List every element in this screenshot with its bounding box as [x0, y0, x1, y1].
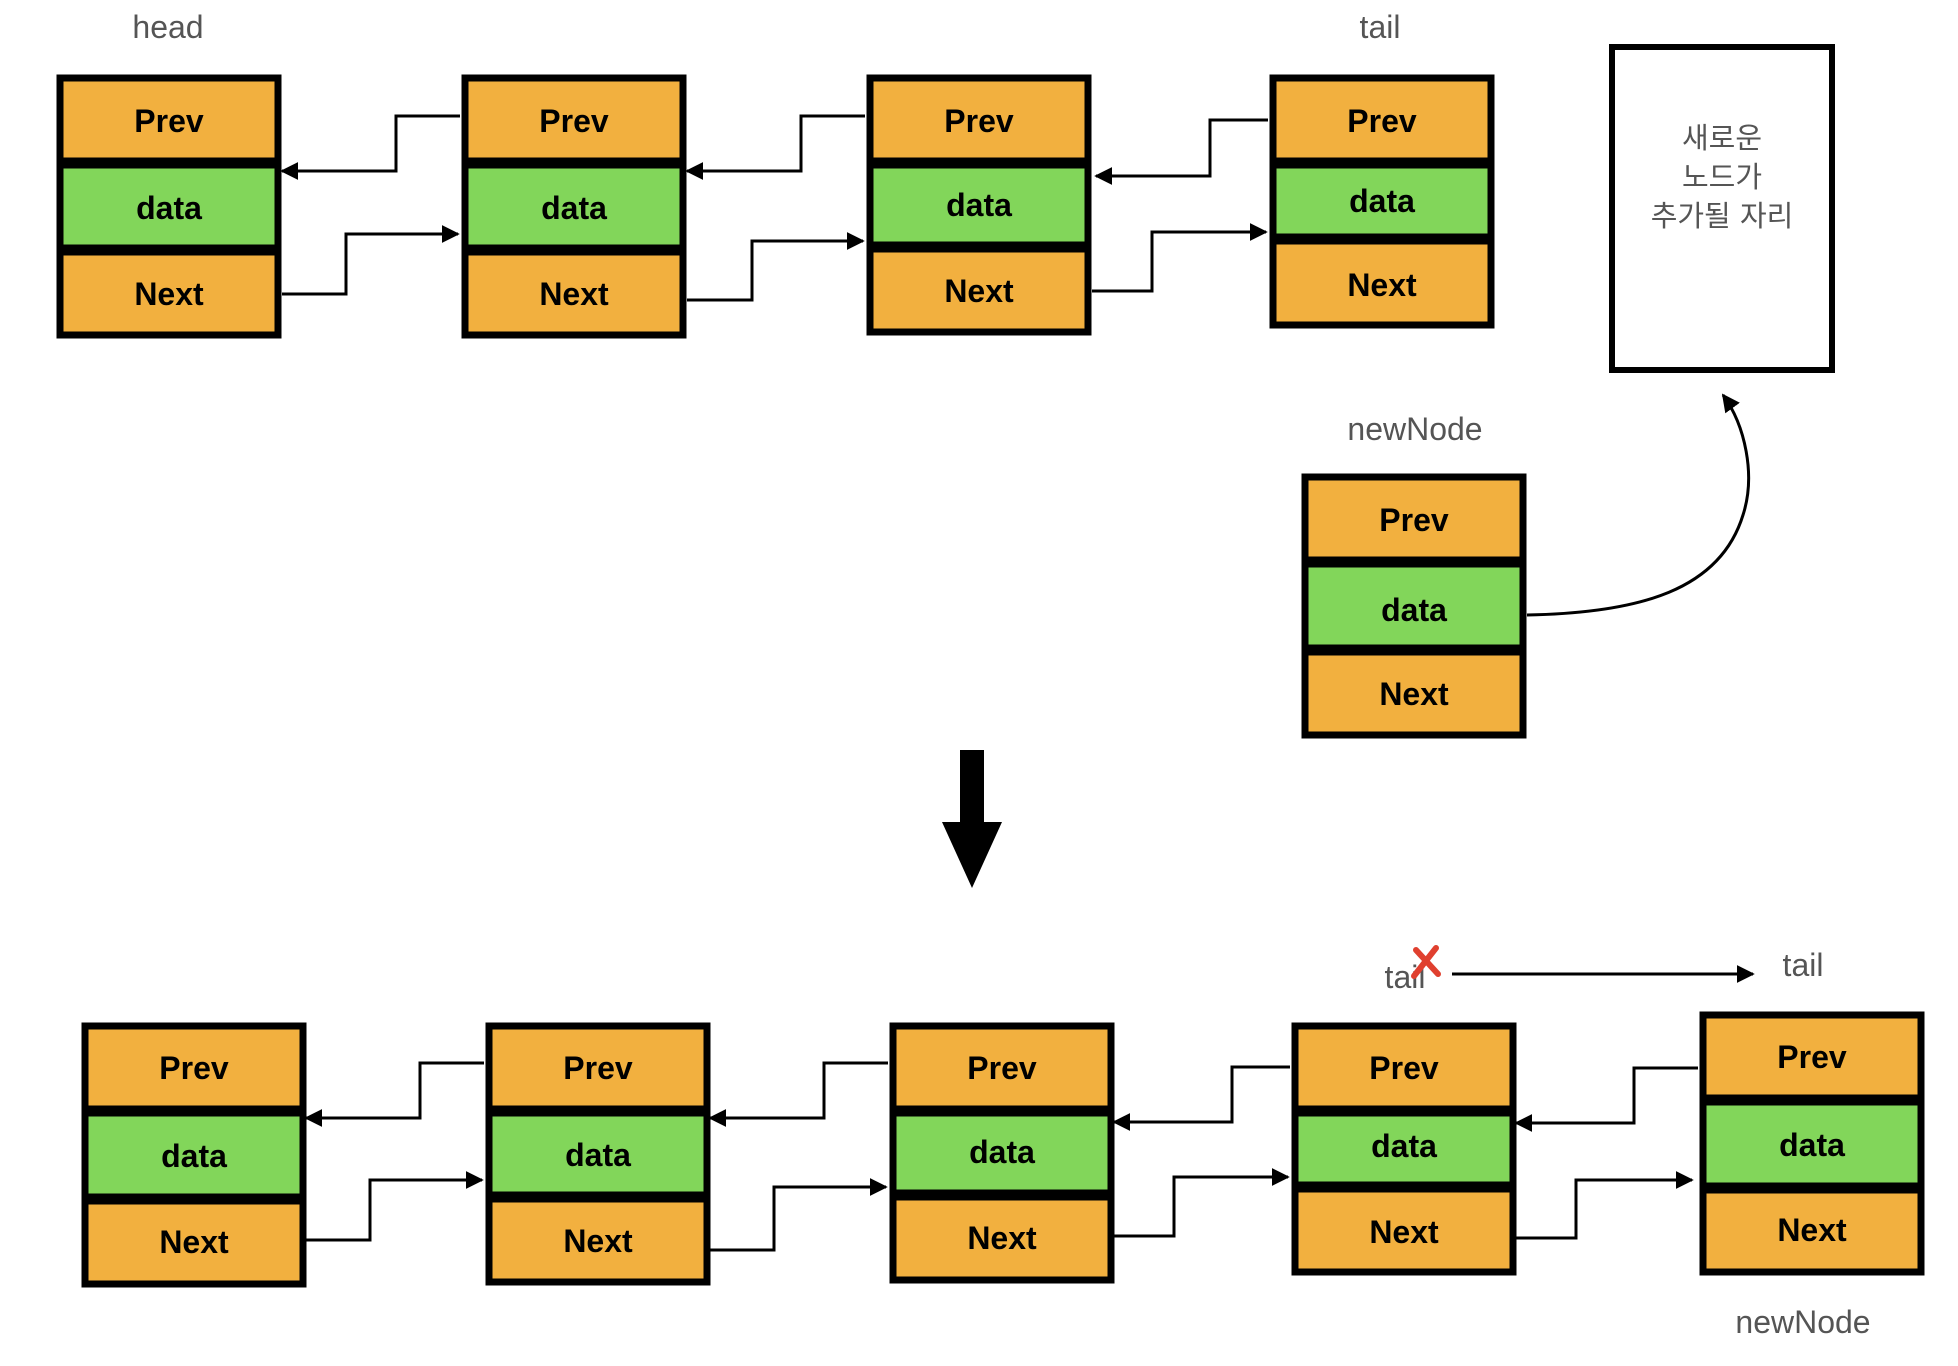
next-field: Next [967, 1220, 1037, 1256]
data-field: data [541, 190, 607, 226]
next-link-arrow [282, 225, 460, 296]
prev-field: Prev [1369, 1050, 1439, 1086]
prev-field: Prev [1347, 103, 1417, 139]
data-field: data [1779, 1127, 1845, 1163]
new-node: newNode Prev data Next [1301, 393, 1750, 739]
data-field: data [136, 190, 202, 226]
new-node-placeholder: 새로운 노드가 추가될 자리 [1609, 44, 1835, 373]
prev-link-arrow [708, 1061, 888, 1127]
new-tail-label: tail [1783, 947, 1824, 983]
transition-down-arrow [942, 750, 1002, 888]
next-link-arrow [687, 232, 865, 302]
prev-link-arrow [685, 114, 865, 180]
placeholder-text-line-1: 새로운 [1682, 121, 1762, 155]
prev-link-arrow [1094, 118, 1268, 185]
prev-link-arrow [280, 114, 460, 180]
data-field: data [1381, 592, 1447, 628]
next-field: Next [159, 1224, 229, 1260]
next-field: Next [944, 273, 1014, 309]
head-label: head [132, 9, 203, 45]
next-link-arrow [306, 1171, 484, 1242]
prev-field: Prev [944, 103, 1014, 139]
top-node-1: Prev data Next [56, 74, 282, 339]
placeholder-text-line-2: 노드가 [1682, 160, 1762, 194]
data-field: data [1349, 183, 1415, 219]
prev-link-arrow [304, 1061, 484, 1127]
data-field: data [1371, 1128, 1437, 1164]
prev-field: Prev [159, 1050, 229, 1086]
next-field: Next [1369, 1214, 1439, 1250]
data-field: data [946, 187, 1012, 223]
next-field: Next [1379, 676, 1449, 712]
bottom-node-1: Prev data Next [81, 1022, 307, 1288]
bottom-node-2: Prev data Next [485, 1022, 711, 1286]
next-field: Next [134, 276, 204, 312]
new-node-bottom-label: newNode [1735, 1304, 1870, 1340]
next-link-arrow [710, 1178, 888, 1252]
next-field: Next [1347, 267, 1417, 303]
prev-link-arrow [1112, 1065, 1290, 1131]
prev-field: Prev [539, 103, 609, 139]
next-link-arrow [1114, 1168, 1290, 1238]
top-node-3: Prev data Next [866, 74, 1092, 336]
top-node-4-tail: Prev data Next [1269, 74, 1495, 329]
prev-field: Prev [563, 1050, 633, 1086]
tail-label: tail [1360, 9, 1401, 45]
next-field: Next [563, 1223, 633, 1259]
next-field: Next [539, 276, 609, 312]
prev-field: Prev [134, 103, 204, 139]
old-tail-label: tail [1385, 959, 1426, 995]
data-field: data [969, 1134, 1035, 1170]
next-link-arrow [1092, 223, 1268, 293]
placeholder-text-line-3: 추가될 자리 [1651, 199, 1794, 233]
top-node-2: Prev data Next [461, 74, 687, 339]
new-node-label: newNode [1347, 411, 1482, 447]
next-field: Next [1777, 1212, 1847, 1248]
next-link-arrow [1516, 1171, 1694, 1240]
strike-mark-icon [1411, 945, 1441, 979]
insert-curve-arrow [1526, 393, 1750, 617]
top-list: head tail Prev data Next Prev data Next … [56, 9, 1495, 339]
prev-link-arrow [1514, 1066, 1698, 1132]
prev-field: Prev [967, 1050, 1037, 1086]
prev-field: Prev [1379, 502, 1449, 538]
bottom-node-5-new-tail: Prev data Next [1699, 1011, 1925, 1276]
bottom-list: tail tail Prev data Next Prev data Next [81, 945, 1925, 1340]
data-field: data [565, 1137, 631, 1173]
bottom-node-4: Prev data Next [1291, 1022, 1517, 1276]
data-field: data [161, 1138, 227, 1174]
prev-field: Prev [1777, 1039, 1847, 1075]
bottom-node-3: Prev data Next [889, 1022, 1115, 1284]
